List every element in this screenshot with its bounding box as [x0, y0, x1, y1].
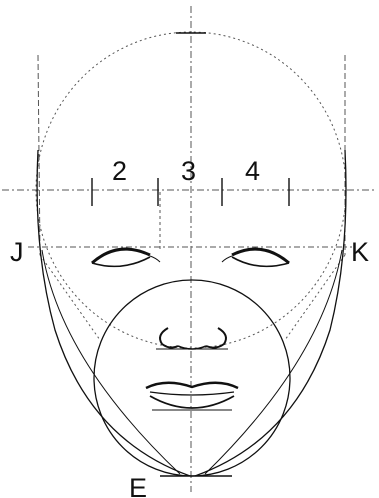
- section-3-label: 3: [181, 156, 196, 186]
- left-jaw-guide: [40, 255, 100, 340]
- construction-guides: [2, 6, 377, 492]
- head-outline: [37, 150, 346, 476]
- point-j-label: J: [10, 237, 24, 267]
- right-jaw-guide: [285, 255, 345, 340]
- nose-right-wing: [206, 328, 226, 348]
- left-inner-contour: [42, 250, 180, 474]
- right-inner-contour: [205, 250, 342, 474]
- section-4-label: 4: [245, 156, 260, 186]
- left-eye-corner: [150, 256, 160, 262]
- point-e-label: E: [129, 473, 147, 498]
- lower-face-circle: [94, 280, 290, 476]
- nose: [156, 328, 228, 349]
- point-k-label: K: [351, 237, 369, 267]
- left-eye: [92, 249, 160, 266]
- upper-lip: [146, 383, 238, 388]
- right-cheek-contour: [195, 150, 346, 476]
- lip-line: [150, 392, 234, 395]
- right-eye: [222, 249, 289, 266]
- nose-left-wing: [160, 328, 178, 348]
- left-eye-lower-lid: [92, 257, 150, 266]
- right-eye-corner: [222, 256, 232, 262]
- lower-lip: [150, 396, 234, 408]
- section-2-label: 2: [112, 156, 127, 186]
- mouth: [146, 383, 238, 410]
